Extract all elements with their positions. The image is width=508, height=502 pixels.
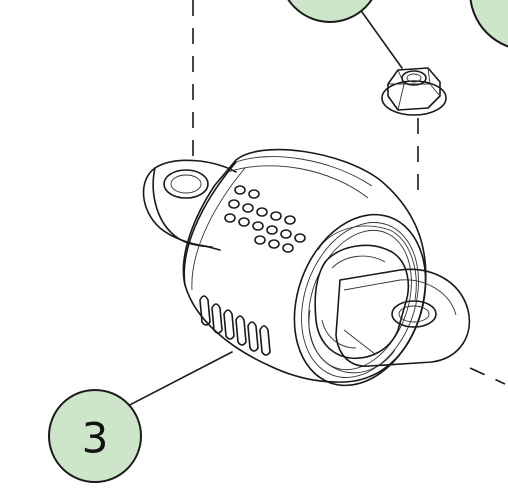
callout-3: 3 — [48, 389, 142, 483]
axis-lines — [192, 0, 506, 385]
dimple-pattern — [224, 185, 306, 253]
bushing-body — [182, 148, 427, 387]
callout-top-center — [287, 0, 373, 23]
callout-top-right — [469, 0, 508, 48]
leader-line-nut — [361, 11, 403, 69]
callout-label-3: 3 — [82, 414, 109, 463]
right-mounting-tab — [335, 268, 471, 367]
callout-circle-top-right — [469, 0, 508, 48]
rib-pattern — [199, 295, 271, 356]
axis-line-bottom-right — [469, 367, 506, 385]
leader-line-bushing — [119, 351, 233, 411]
callout-circle-top-center — [287, 0, 373, 23]
callout-circle-3 — [48, 389, 142, 483]
flange-nut — [381, 67, 447, 116]
